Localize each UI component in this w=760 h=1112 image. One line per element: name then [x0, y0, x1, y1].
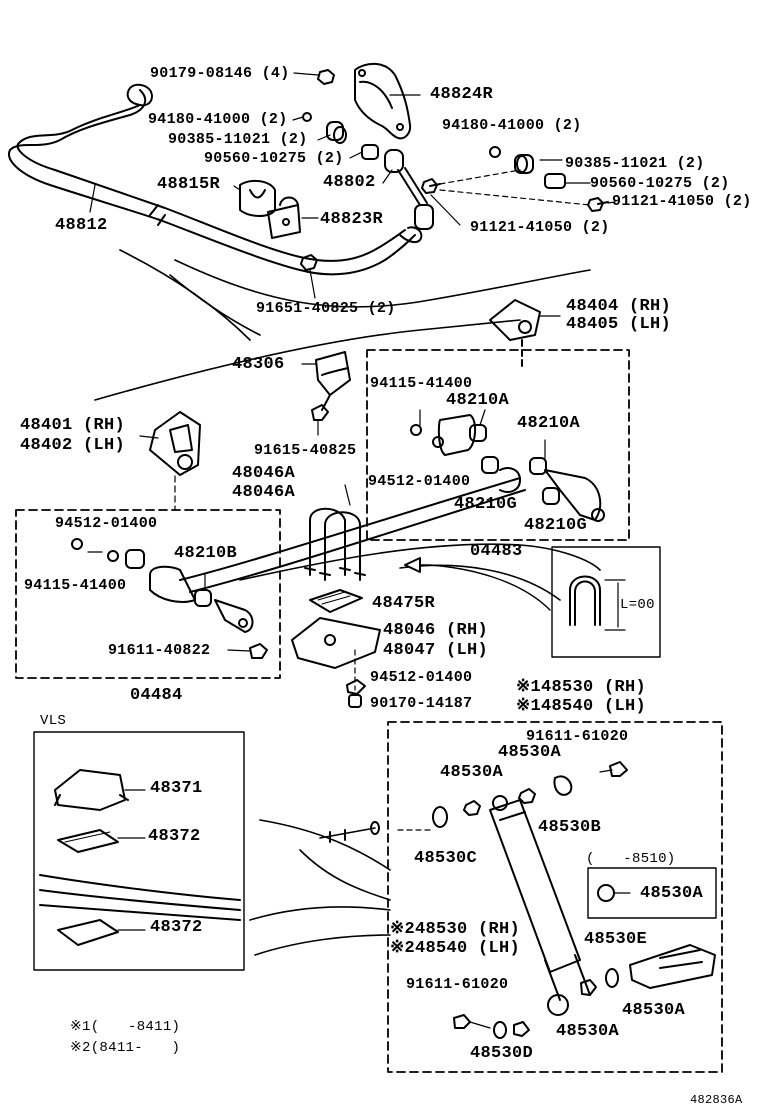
part-label-91121-41050-a: 91121-41050 (2): [470, 219, 610, 236]
part-label-91611-61020-c: 91611-61020: [406, 976, 509, 993]
top-small-parts: [302, 69, 609, 230]
part-label-48530A-b: 48530A: [440, 763, 504, 782]
part-label-48530A-a: 48530A: [498, 743, 562, 762]
vls-label: VLS: [40, 713, 67, 729]
part-label-48815R: 48815R: [157, 175, 221, 194]
part-label-48530B: 48530B: [538, 818, 602, 837]
stabilizer-bar-48812: [8, 83, 423, 276]
footnote-2: ※2(8411- ): [70, 1040, 181, 1056]
part-label-48530A-c: 48530A: [640, 884, 704, 903]
part-label-94180-41000-b: 94180-41000 (2): [442, 117, 582, 134]
part-label-90560-10275-a: 90560-10275 (2): [204, 150, 344, 167]
part-label-48372-a: 48372: [148, 827, 201, 846]
spring-plate-48046: [291, 617, 381, 708]
part-label-48210G-a: 48210G: [454, 495, 518, 514]
frame-contours: [94, 249, 601, 956]
part-label-94512-01400-b: 94512-01400: [55, 515, 158, 532]
part-label-48540LH-2: ※248540 (LH): [390, 939, 521, 958]
part-label-91611-40822: 91611-40822: [108, 642, 211, 659]
part-label-90170-14187: 90170-14187: [370, 695, 473, 712]
part-label-48372-b: 48372: [150, 918, 203, 937]
footnote-1: ※1( -8411): [70, 1019, 181, 1035]
bushing-48530A-inset: [597, 884, 615, 902]
part-label-48401: 48401 (RH): [20, 416, 126, 435]
part-label-48402: 48402 (LH): [20, 436, 126, 455]
part-label-48540LH-1: ※148540 (LH): [516, 697, 647, 716]
group-box-shock: [387, 721, 723, 1073]
ubolt-inset-drawing: [569, 575, 626, 631]
part-label-94115-41400-b: 94115-41400: [24, 577, 127, 594]
part-label-48824R: 48824R: [430, 85, 494, 104]
part-label-48530A-e: 48530A: [556, 1022, 620, 1041]
shackle-parts-04483: [410, 409, 605, 522]
part-label-90385-11021-b: 90385-11021 (2): [565, 155, 705, 172]
part-label-48046A-b: 48046A: [232, 483, 296, 502]
part-label-94115-41400-a: 94115-41400: [370, 375, 473, 392]
vls-parts: [39, 769, 241, 946]
u-bolts-48046A: [304, 484, 366, 581]
part-label-48210G-b: 48210G: [524, 516, 588, 535]
bracket-48824R: [354, 62, 412, 140]
part-label-48802: 48802: [323, 173, 376, 192]
part-label-48371: 48371: [150, 779, 203, 798]
part-label-91611-61020-b: 91611-61020: [526, 728, 629, 745]
part-label-range-8510: ( -8510): [586, 851, 676, 867]
part-label-48405: 48405 (LH): [566, 315, 672, 334]
part-label-48046A-a: 48046A: [232, 464, 296, 483]
part-label-48812: 48812: [55, 216, 108, 235]
part-label-48306: 48306: [232, 355, 285, 374]
part-label-48046RH: 48046 (RH): [383, 621, 489, 640]
ubolt-inset-box: [551, 546, 661, 658]
group-box-04484: [15, 509, 281, 679]
shackle-parts-04484: [71, 538, 268, 659]
part-label-48530A-d: 48530A: [622, 1001, 686, 1020]
part-label-48404: 48404 (RH): [566, 297, 672, 316]
part-label-94512-01400-c: 94512-01400: [370, 669, 473, 686]
part-label-48530D: 48530D: [470, 1044, 534, 1063]
part-label-48823R: 48823R: [320, 210, 384, 229]
group-label-04483: 04483: [470, 542, 523, 561]
hanger-48401: [139, 411, 201, 511]
part-label-91121-41050-b: 91121-41050 (2): [612, 193, 752, 210]
part-label-48530RH-2: ※248530 (RH): [390, 920, 521, 939]
part-label-91615-40825: 91615-40825: [254, 442, 357, 459]
spring-seat-48475R: [309, 589, 363, 613]
part-label-90385-11021-a: 90385-11021 (2): [168, 131, 308, 148]
leader-lines-top: [89, 72, 616, 299]
part-label-90560-10275-b: 90560-10275 (2): [590, 175, 730, 192]
vls-box: [33, 731, 245, 971]
part-label-48047LH: 48047 (LH): [383, 641, 489, 660]
part-label-91651-40825: 91651-40825 (2): [256, 300, 396, 317]
part-label-48210A-a: 48210A: [446, 391, 510, 410]
part-label-48530RH-1: ※148530 (RH): [516, 678, 647, 697]
part-label-48530C: 48530C: [414, 849, 478, 868]
figure-id: 482836A: [690, 1093, 743, 1107]
group-label-04484: 04484: [130, 686, 183, 705]
ubolt-length-label: L=00: [620, 597, 655, 613]
pointer-arrow: [404, 557, 551, 611]
bolt-91651: [300, 254, 318, 271]
part-label-48530E: 48530E: [584, 930, 648, 949]
group-box-04483: [366, 349, 630, 541]
part-label-48210A-b: 48210A: [517, 414, 581, 433]
shock-absorber: [319, 761, 716, 1039]
part-label-94180-41000-a: 94180-41000 (2): [148, 111, 288, 128]
bracket-48306: [301, 351, 351, 436]
hanger-48404: [489, 299, 561, 371]
part-label-48210B: 48210B: [174, 544, 238, 563]
part-label-90179-08146: 90179-08146 (4): [150, 65, 290, 82]
part-label-94512-01400-a: 94512-01400: [368, 473, 471, 490]
part-label-48475R: 48475R: [372, 594, 436, 613]
bracket-48823R: [267, 196, 301, 239]
inset-8510-box: [587, 867, 717, 919]
